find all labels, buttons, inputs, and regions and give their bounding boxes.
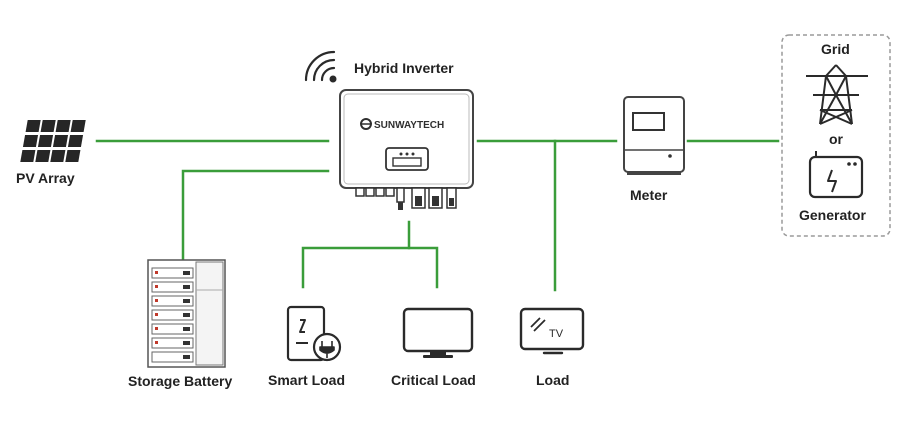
smart-load-label: Smart Load bbox=[268, 372, 346, 388]
meter-label: Meter bbox=[630, 187, 668, 203]
generator-label: Generator bbox=[799, 207, 866, 223]
inverter-brand: SUNWAYTECH bbox=[374, 120, 444, 131]
grid-label: Grid bbox=[821, 41, 850, 57]
tv-icon: TV bbox=[519, 307, 585, 355]
load-label: Load bbox=[536, 372, 570, 388]
wifi-icon bbox=[304, 50, 337, 83]
hybrid-inverter-label: Hybrid Inverter bbox=[354, 60, 454, 76]
grid-or-generator-box bbox=[781, 34, 891, 237]
tv-screen-text: TV bbox=[549, 328, 564, 340]
storage-battery-label: Storage Battery bbox=[128, 373, 233, 389]
inverter-icon: SUNWAYTECH bbox=[339, 89, 474, 210]
generator-icon bbox=[808, 151, 864, 199]
battery-to-inverter-line bbox=[181, 169, 330, 264]
monitor-icon bbox=[402, 307, 474, 358]
solar-panel-icon bbox=[20, 120, 86, 162]
connection-lines bbox=[95, 139, 780, 292]
critical-load-label: Critical Load bbox=[391, 372, 476, 388]
meter-icon bbox=[623, 96, 685, 175]
battery-rack-icon bbox=[147, 259, 226, 368]
pv-array-label: PV Array bbox=[16, 170, 75, 186]
smart-critical-branch-line bbox=[301, 246, 439, 289]
transmission-tower-icon bbox=[806, 64, 868, 125]
or-label: or bbox=[829, 131, 843, 147]
smart-plug-icon bbox=[286, 305, 342, 362]
